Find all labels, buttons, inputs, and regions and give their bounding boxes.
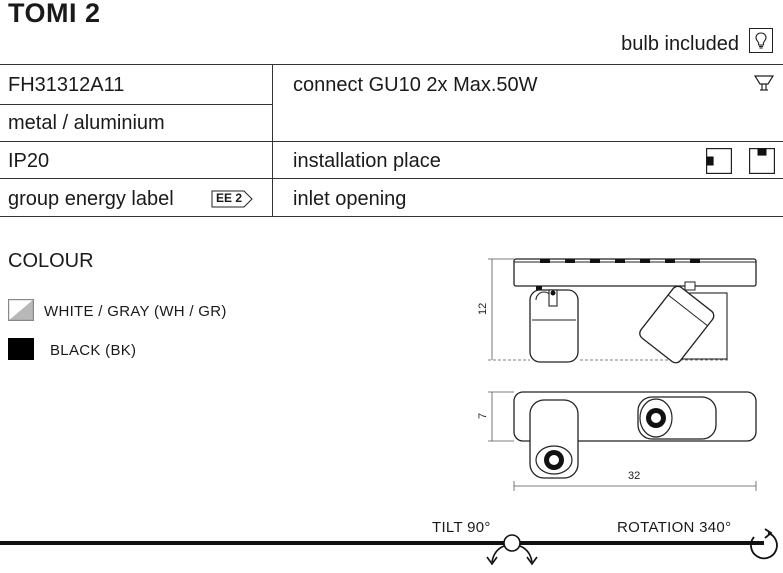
- material: metal / aluminium: [8, 112, 165, 134]
- black-swatch: [8, 338, 34, 360]
- table-top-rule: [0, 64, 783, 66]
- colour-section-title: COLOUR: [8, 250, 94, 272]
- energy-class-badge: EE 2: [211, 190, 253, 208]
- column-divider: [272, 64, 274, 216]
- energy-label-text: group energy label: [8, 188, 174, 210]
- dim-depth: 7: [477, 413, 489, 419]
- rotation-label: ROTATION 340°: [617, 519, 732, 536]
- product-code: FH31312A11: [8, 74, 125, 96]
- ceiling-mount-icon: [749, 148, 775, 179]
- tilt-label: TILT 90°: [432, 519, 491, 536]
- white-gray-swatch: [8, 299, 34, 321]
- dim-height: 12: [477, 303, 489, 315]
- wall-mount-icon: [706, 148, 732, 179]
- dim-width: 32: [628, 470, 641, 482]
- lightbulb-icon: [749, 28, 773, 53]
- installation-place-label: installation place: [293, 150, 441, 172]
- technical-drawing: 7 12: [470, 245, 783, 500]
- row-rule: [0, 104, 272, 106]
- row-rule: [0, 141, 783, 143]
- table-bottom-rule: [0, 216, 783, 218]
- bulb-included-label: bulb included: [621, 33, 739, 55]
- product-title: TOMI 2: [8, 0, 101, 28]
- row-rule: [0, 178, 783, 180]
- rotation-arrow-icon: [746, 527, 782, 568]
- energy-class-text: EE 2: [216, 191, 243, 205]
- gu10-bulb-icon: [753, 74, 775, 101]
- connect-spec: connect GU10 2x Max.50W: [293, 74, 538, 96]
- motion-baseline: [0, 541, 764, 545]
- colour-option-black: BLACK (BK): [50, 342, 137, 359]
- inlet-opening-label: inlet opening: [293, 188, 407, 210]
- ip-rating: IP20: [8, 150, 50, 172]
- colour-option-white-gray: WHITE / GRAY (WH / GR): [44, 303, 227, 320]
- tilt-arrows-icon: [484, 532, 542, 573]
